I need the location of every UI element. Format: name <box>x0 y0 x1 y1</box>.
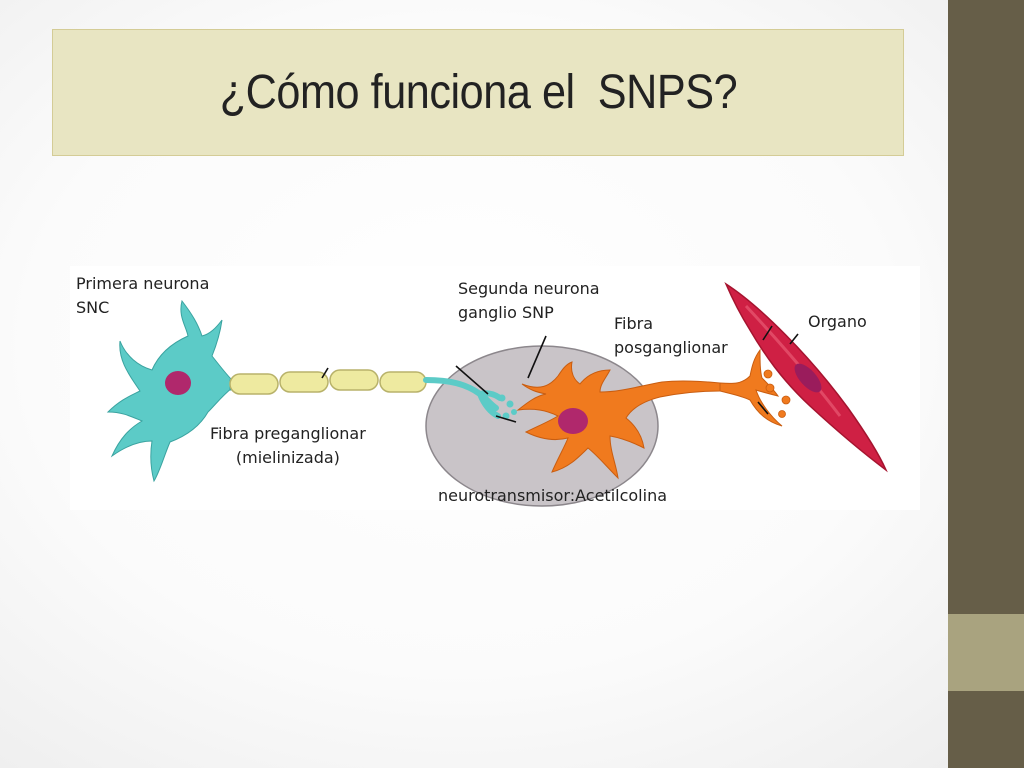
label-segunda-neurona: Segunda neurona ganglio SNP <box>458 279 600 322</box>
myelin-sheath <box>229 369 427 395</box>
leader-lines <box>321 325 799 423</box>
second-neuron-nucleus <box>558 408 588 434</box>
preganglionic-terminal <box>423 377 503 419</box>
neuron-illustration <box>106 282 888 507</box>
label-neurotransmisor: neurotransmisor:Acetilcolina <box>438 486 668 505</box>
organ-highlight <box>744 304 842 417</box>
label-fibra-posganglionar: Fibra posganglionar <box>614 314 728 357</box>
second-neuron <box>516 348 783 480</box>
neuron-diagram: Primera neurona SNC Segunda neurona gang… <box>70 266 920 510</box>
acetylcholine-vesicles-1 <box>498 394 517 420</box>
organ-nucleus <box>794 363 822 393</box>
acetylcholine-vesicles-2 <box>763 369 791 418</box>
side-bar-accent <box>948 614 1024 691</box>
label-fibra-preganglionar: Fibra preganglionar (mielinizada) <box>210 424 366 467</box>
slide-title: ¿Cómo funciona el SNPS? <box>219 66 737 119</box>
first-neuron-nucleus <box>165 371 191 395</box>
label-primera-neurona: Primera neurona SNC <box>76 274 210 317</box>
title-box: ¿Cómo funciona el SNPS? <box>52 29 904 156</box>
label-organo: Organo <box>808 312 867 331</box>
